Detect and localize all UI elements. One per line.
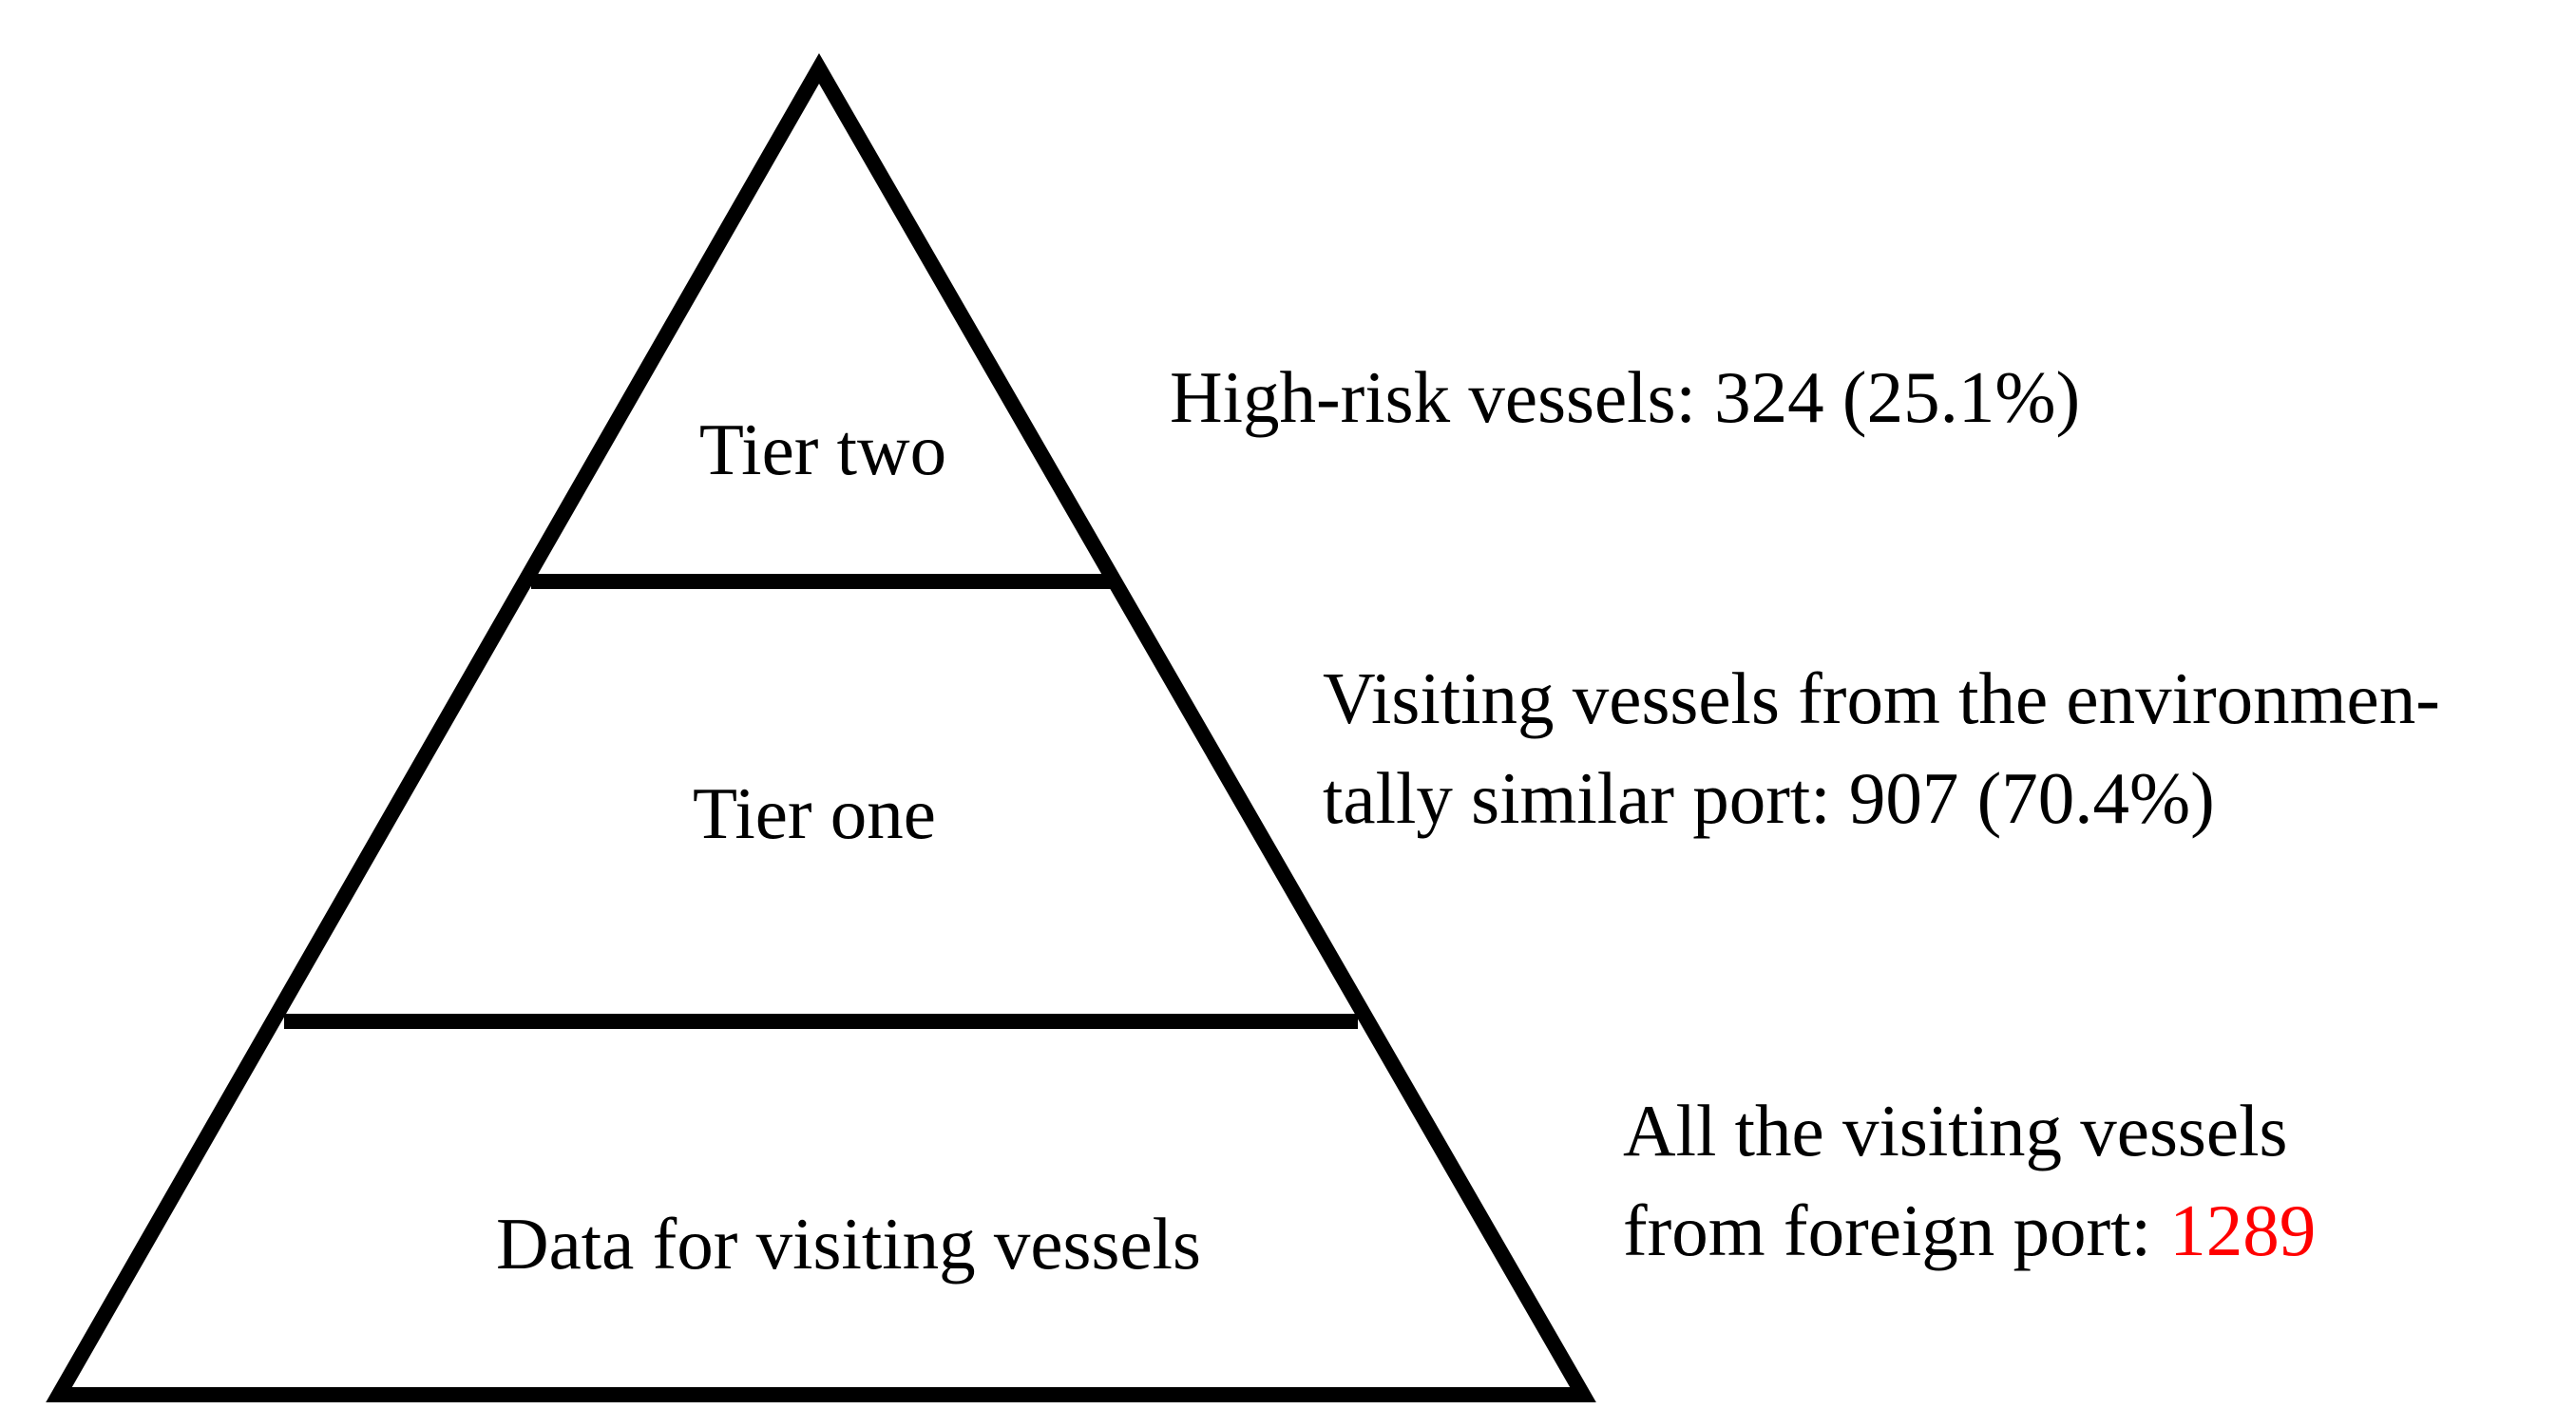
base-annotation-value: 1289 — [2169, 1190, 2317, 1271]
base-tier-label: Data for visiting vessels — [495, 1203, 1202, 1285]
base-annotation-word: vessels — [2080, 1090, 2288, 1171]
base-annotation-word: visiting — [1841, 1090, 2063, 1171]
tier-one-annotation-line1: Visiting vessels from the environmen- — [1323, 657, 2440, 739]
base-annotation-line2: from foreign port: 1289 — [1623, 1194, 2459, 1294]
base-annotation: All the visiting vessels from foreign po… — [1623, 1095, 2459, 1294]
tier-one-annotation: Visiting vessels from the environmen- ta… — [1323, 662, 2440, 862]
pyramid-outline — [46, 52, 1596, 1402]
base-annotation-line1: All the visiting vessels — [1623, 1095, 2459, 1194]
base-annotation-word: All — [1623, 1090, 1717, 1171]
tier-one-label: Tier one — [693, 772, 936, 854]
tier-two-annotation: High-risk vessels: 324 (25.1%) — [1170, 356, 2081, 438]
base-annotation-word: the — [1734, 1090, 1824, 1171]
tier-two-label: Tier two — [698, 409, 947, 490]
base-annotation-prefix: from foreign port: — [1623, 1190, 2170, 1271]
tier-one-annotation-line2: tally similar port: 907 (70.4%) — [1323, 757, 2215, 839]
